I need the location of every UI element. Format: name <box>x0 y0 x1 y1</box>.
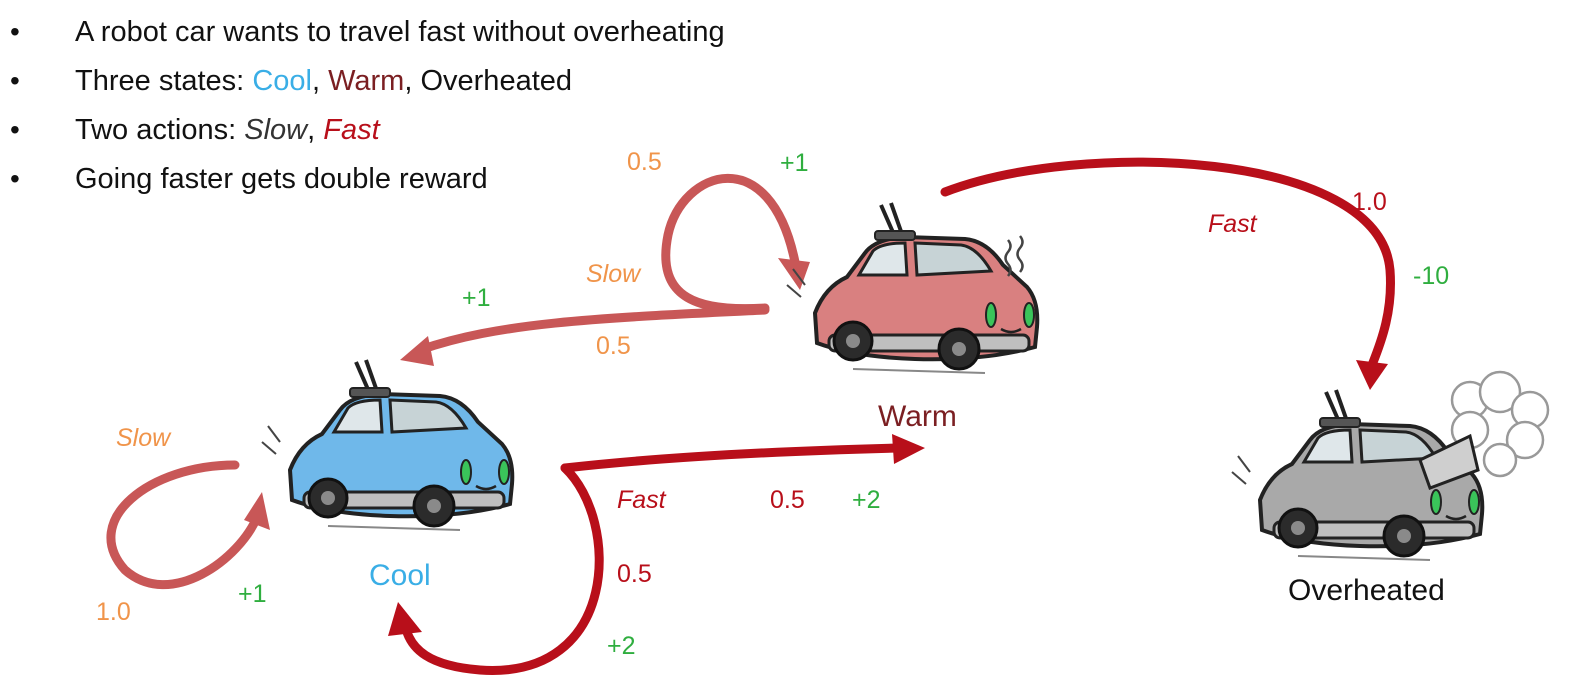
arrow-warm-slow-self <box>661 174 800 314</box>
cool-car-icon <box>260 358 515 532</box>
bullet-item: • Two actions: Slow, Fast <box>10 108 725 157</box>
bullet-text: A robot car wants to travel fast without… <box>75 16 725 48</box>
bullet-dot-icon: • <box>10 16 20 47</box>
arrowhead-icon <box>1356 360 1388 390</box>
arrowhead-icon <box>388 602 422 636</box>
label-warm-slow-action: Slow <box>586 260 641 288</box>
bullet-list: • A robot car wants to travel fast withou… <box>10 10 725 206</box>
label-warm-slow-self-prob: 0.5 <box>627 148 662 176</box>
label-warm-fast-over-reward: -10 <box>1413 262 1450 290</box>
label-cool-fast-warm-prob: 0.5 <box>770 486 805 514</box>
bullet-dot-icon: • <box>10 163 20 194</box>
bullet-text: Three states: <box>75 65 253 97</box>
bullet-action-fast: Fast <box>323 114 380 146</box>
warm-heat-lines-icon <box>1004 235 1024 277</box>
bullet-dot-icon: • <box>10 114 20 145</box>
label-warm-slow-self-reward: +1 <box>780 149 809 177</box>
bullet-sep: , <box>404 65 421 97</box>
bullet-text: Two actions: <box>75 114 245 146</box>
smoke-icon <box>1450 370 1550 478</box>
bullet-action-slow: Slow <box>244 114 308 146</box>
bullet-state-cool: Cool <box>252 65 312 97</box>
label-cool-fast-warm-reward: +2 <box>852 486 881 514</box>
arrow-warm-slow-cool <box>415 305 770 355</box>
bullet-item: • Three states: Cool, Warm, Overheated <box>10 59 725 108</box>
arrowhead-icon <box>244 492 270 530</box>
label-cool-fast-self-prob: 0.5 <box>617 560 652 588</box>
label-cool-slow-action: Slow <box>116 424 171 452</box>
state-label-cool: Cool <box>369 559 431 592</box>
bullet-dot-icon: • <box>10 65 20 96</box>
arrow-cool-fast-self <box>400 463 604 675</box>
arrowhead-icon <box>400 336 434 366</box>
bullet-state-overheated: Overheated <box>420 65 573 97</box>
arrow-warm-fast-over <box>940 157 1395 370</box>
state-label-overheated: Overheated <box>1288 574 1445 607</box>
label-warm-fast-action: Fast <box>1208 210 1257 238</box>
bullet-sep: , <box>307 114 324 146</box>
bullet-state-warm: Warm <box>328 65 405 97</box>
label-warm-fast-over-prob: 1.0 <box>1352 188 1387 216</box>
label-cool-slow-prob: 1.0 <box>96 598 131 626</box>
label-cool-fast-action: Fast <box>617 486 666 514</box>
arrowhead-icon <box>892 434 925 464</box>
bullet-sep: , <box>311 65 329 97</box>
arrowhead-icon <box>778 258 810 290</box>
arrow-cool-slow-self <box>106 460 263 589</box>
state-label-warm: Warm <box>878 400 957 433</box>
label-warm-slow-cool-prob: 0.5 <box>596 332 631 360</box>
bullet-item: • Going faster gets double reward <box>10 157 725 206</box>
bullet-item: • A robot car wants to travel fast withou… <box>10 10 725 59</box>
label-cool-fast-self-reward: +2 <box>607 632 636 660</box>
arrow-cool-fast-warm <box>560 443 903 473</box>
label-warm-slow-cool-reward: +1 <box>462 284 491 312</box>
bullet-text: Going faster gets double reward <box>75 163 488 195</box>
label-cool-slow-reward: +1 <box>238 580 267 608</box>
open-hood-icon <box>1418 433 1480 490</box>
